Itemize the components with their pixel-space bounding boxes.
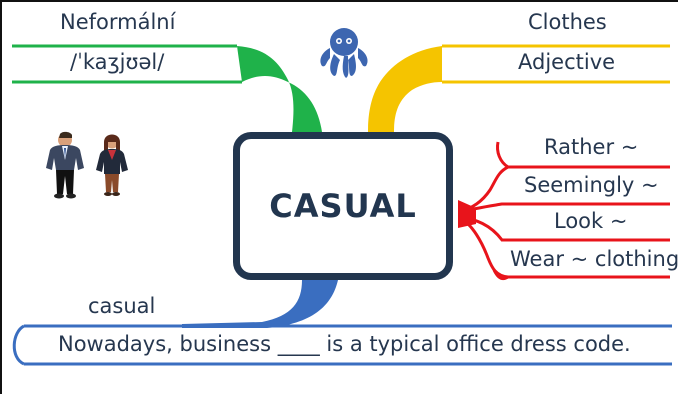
pronunciation-label: /ˈkaʒjʊəl/ — [70, 50, 165, 74]
part-of-speech-label: Adjective — [518, 50, 616, 74]
topic-label: Clothes — [528, 10, 607, 34]
red-branch — [458, 141, 670, 281]
collocation-3: Look ~ — [554, 209, 628, 233]
yellow-branch — [368, 44, 670, 132]
business-couple-illustration — [46, 131, 128, 199]
collocation-4: Wear ~ clothing — [510, 247, 678, 271]
central-node: CASUAL — [233, 132, 453, 280]
example-sentence: Nowadays, business ____ is a typical off… — [58, 332, 631, 356]
translation-label: Neformální — [60, 10, 176, 34]
central-word: CASUAL — [269, 187, 417, 225]
collocation-2: Seemingly ~ — [524, 173, 659, 197]
blue-branch — [12, 280, 672, 366]
collocation-1: Rather ~ — [544, 135, 639, 159]
green-branch — [12, 44, 322, 132]
octopus-logo — [320, 28, 368, 78]
answer-label: casual — [88, 294, 156, 318]
